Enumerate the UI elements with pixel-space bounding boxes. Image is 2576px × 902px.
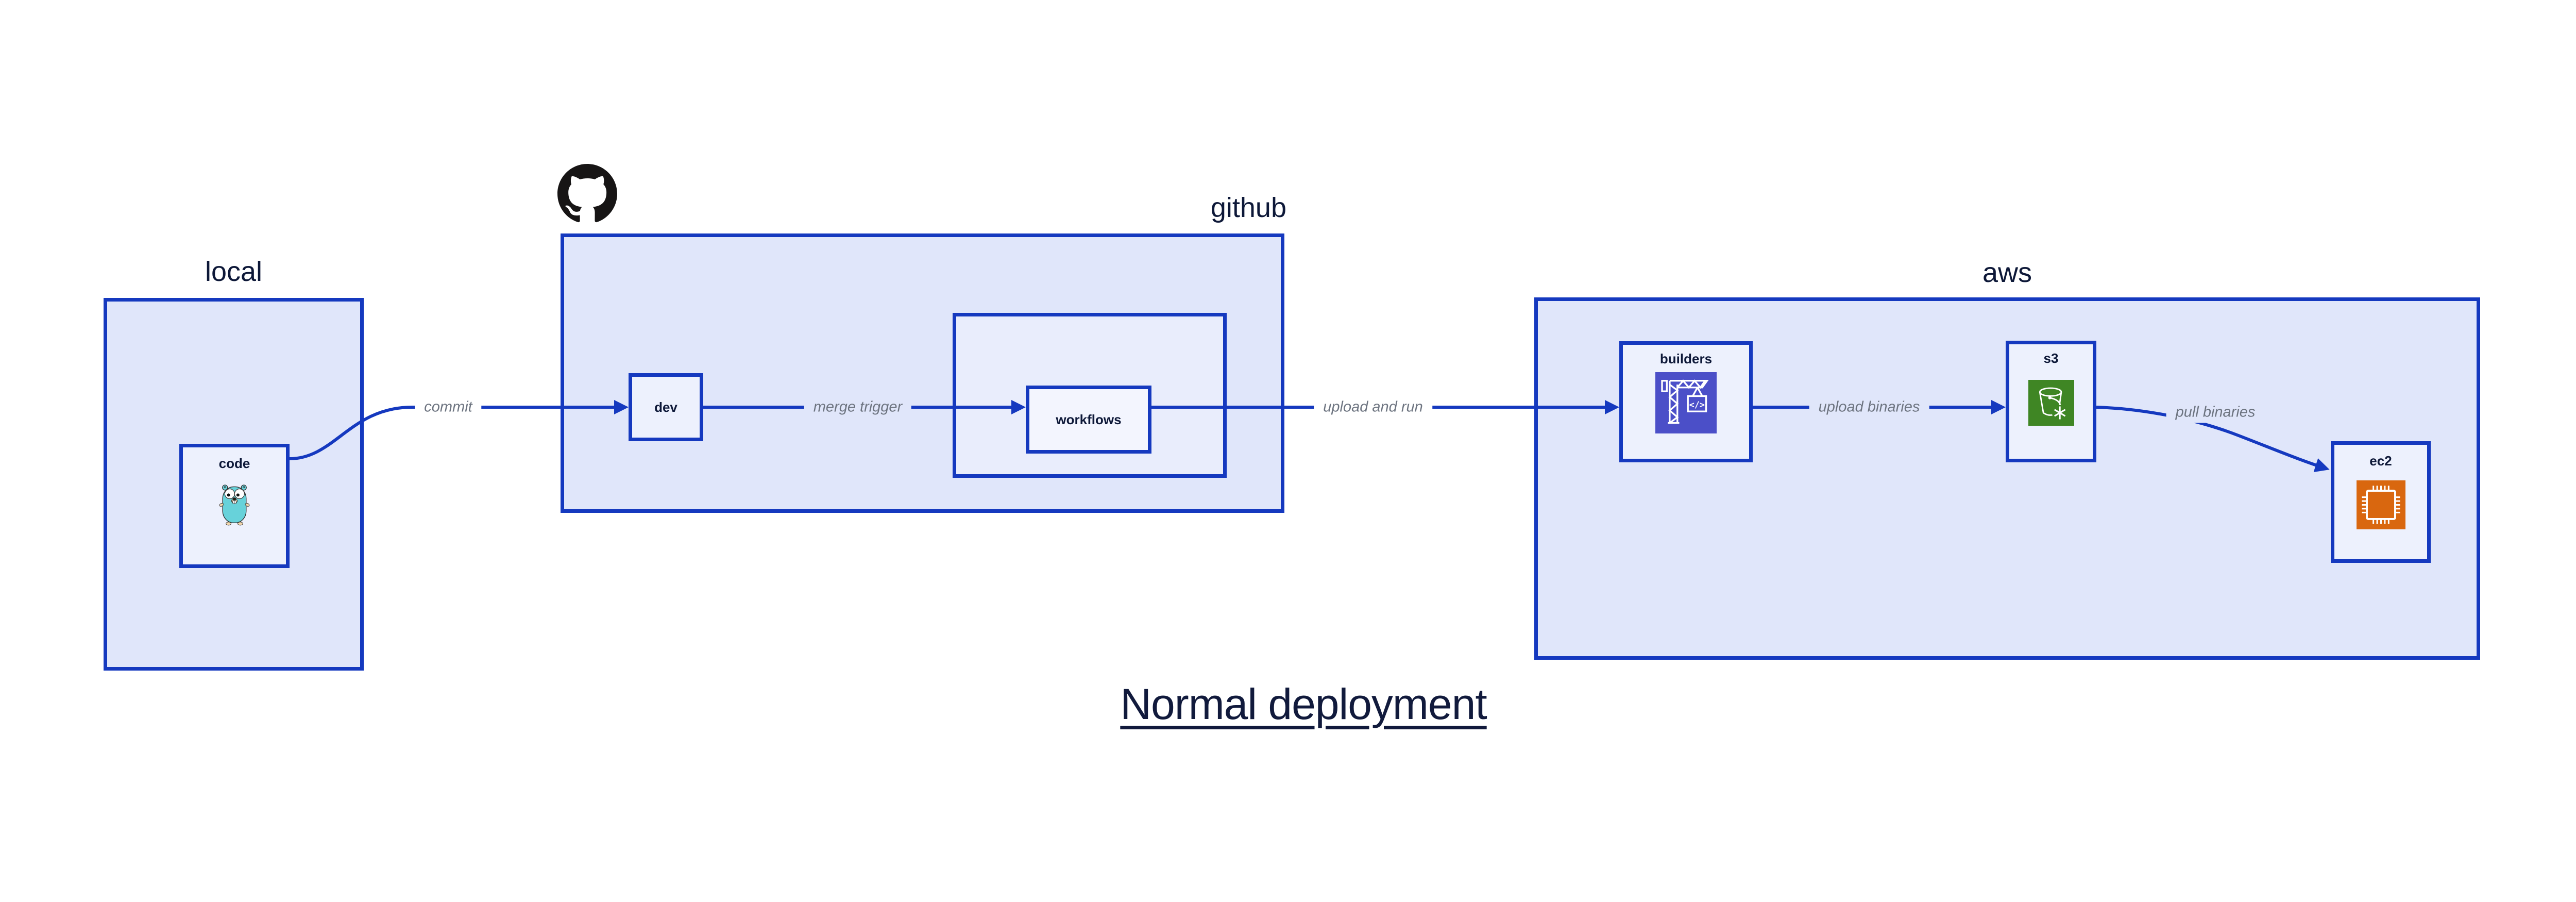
node-label-workflows: workflows (1056, 411, 1122, 427)
node-builders: builders </> (1619, 341, 1753, 462)
cpu-chip-icon (2356, 480, 2405, 529)
diagram-title: Normal deployment (1120, 680, 1487, 728)
node-workflows: workflows (1026, 386, 1151, 454)
edge-label-merge-trigger: merge trigger (804, 396, 912, 418)
node-label-s3: s3 (2043, 350, 2059, 366)
node-label-builders: builders (1659, 351, 1713, 366)
edge-label-upload-binaries: upload binaries (1809, 396, 1929, 418)
node-label-ec2: ec2 (2369, 453, 2392, 469)
group-label-github: github (1210, 192, 1286, 223)
s3-bucket-icon (2028, 380, 2074, 426)
node-label-code: code (218, 456, 250, 471)
group-label-aws: aws (1982, 257, 2032, 288)
edge-label-upload-and-run: upload and run (1314, 396, 1432, 418)
node-ec2: ec2 (2331, 441, 2431, 563)
edge-label-commit: commit (415, 396, 482, 418)
node-s3: s3 (2006, 341, 2096, 462)
svg-text:</>: </> (1689, 399, 1705, 410)
node-label-dev: dev (654, 399, 677, 415)
node-dev: dev (629, 373, 703, 441)
group-label-local: local (205, 256, 263, 287)
node-code: code (179, 444, 290, 568)
octocat-icon (557, 164, 617, 223)
edge-label-pull-binaries: pull binaries (2166, 402, 2265, 423)
go-gopher-icon (219, 485, 250, 526)
codebuild-crane-icon: </> (1655, 372, 1717, 433)
